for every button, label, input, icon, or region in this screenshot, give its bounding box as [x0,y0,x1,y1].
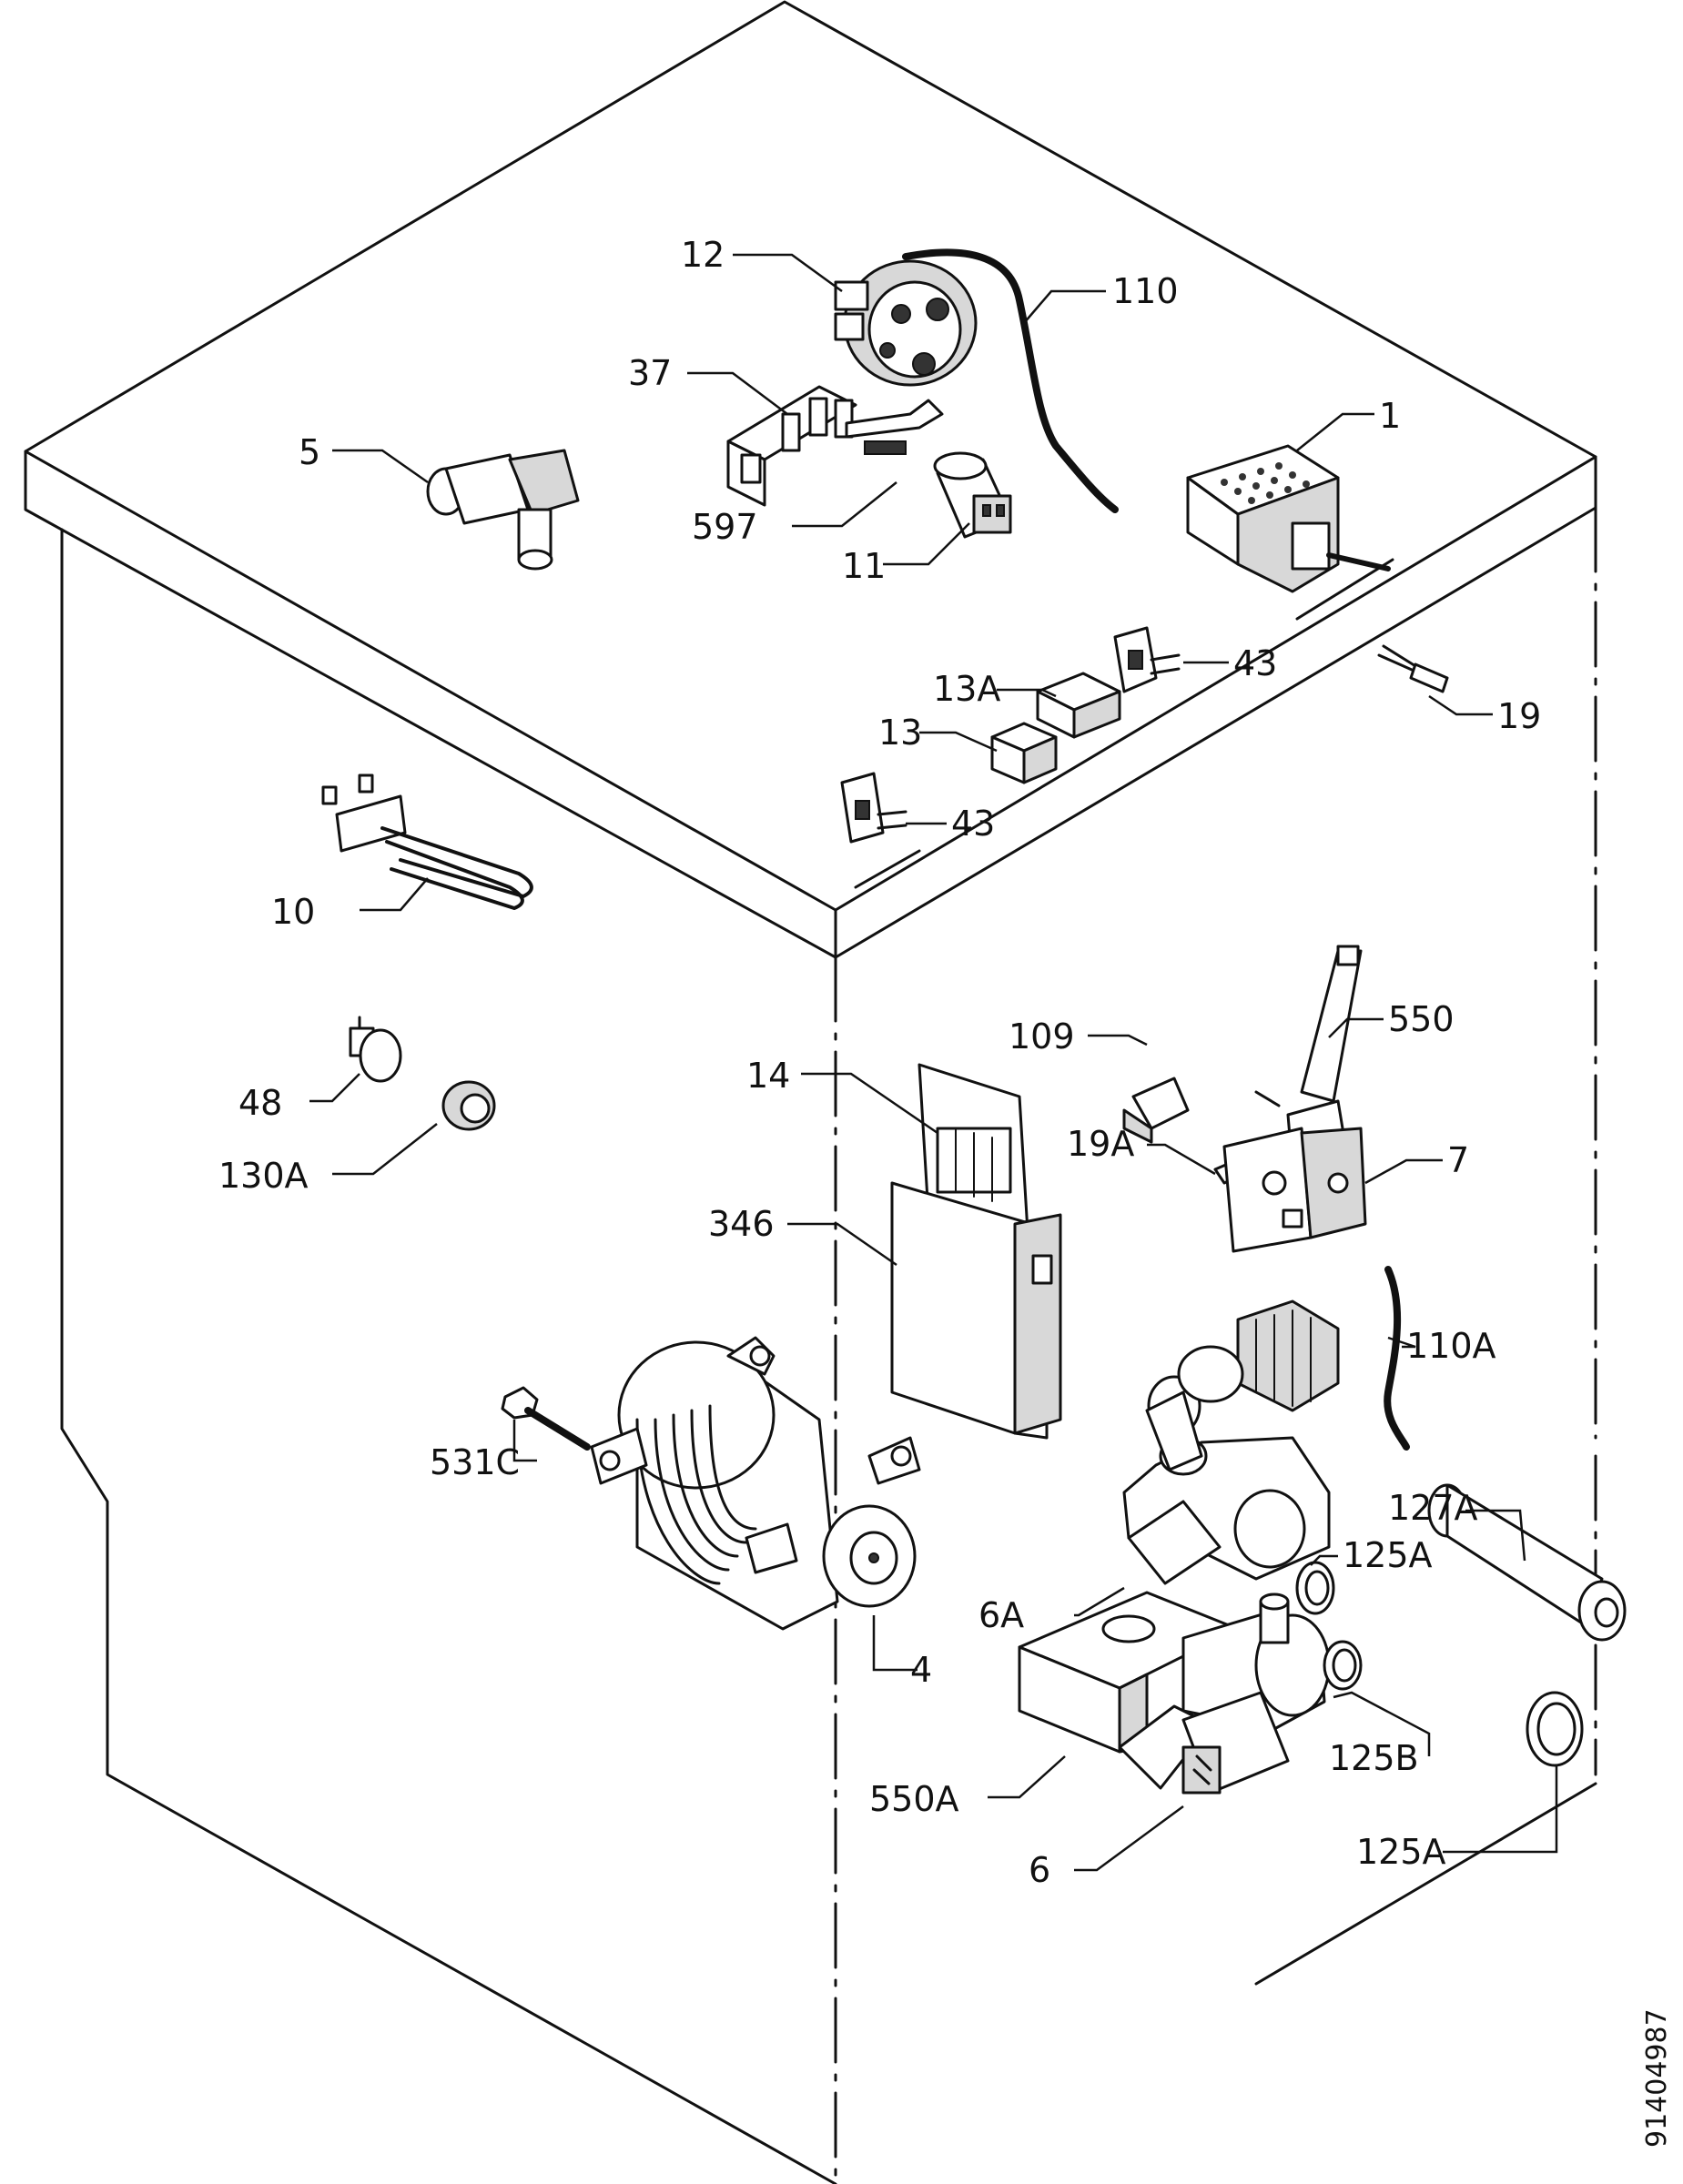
label-19: 19 [1497,696,1541,736]
dispenser-housing-346 [890,1181,1062,1440]
label-37: 37 [628,353,672,393]
label-7: 7 [1447,1140,1469,1180]
label-4: 4 [910,1650,932,1690]
seal-ring-125a-lower [1526,1691,1584,1767]
drain-pump-6a [1122,1299,1340,1585]
pressure-switch-12 [834,259,978,387]
hose-110a [1384,1266,1410,1451]
leader-lines [309,253,1558,1872]
label-125a-upper: 125A [1343,1535,1433,1575]
label-43-upper: 43 [1233,643,1277,683]
connector-13a [1036,672,1121,739]
label-5: 5 [299,432,320,472]
connector-43-upper [1113,626,1181,693]
label-43-lower: 43 [951,804,995,844]
label-125a-lower: 125A [1356,1832,1446,1872]
label-109: 109 [1009,1016,1075,1057]
terminal-block-37 [726,385,857,507]
label-125b: 125B [1329,1738,1419,1778]
connector-13 [990,722,1058,784]
label-130a: 130A [218,1156,309,1196]
drain-pump-6 [1118,1592,1331,1795]
part-labels: 12 110 37 5 1 597 11 43 13A 13 43 19 10 … [218,235,1673,2148]
label-48: 48 [238,1083,282,1123]
connector-43-lower [840,772,907,844]
component-130a [441,1080,496,1131]
door-interlock-7 [1222,1127,1367,1253]
drawing-code: 91404987 [1641,2008,1673,2148]
label-110: 110 [1112,271,1179,311]
capacitor-11 [933,451,1012,539]
sensor-19 [1377,644,1449,693]
label-19a: 19A [1067,1124,1134,1164]
label-13a: 13A [933,669,1000,709]
hose-110 [902,248,1119,513]
label-6a: 6A [978,1595,1024,1635]
label-346: 346 [708,1204,775,1244]
label-13: 13 [878,713,922,753]
programme-timer-1 [1186,444,1391,593]
bolt-531c [501,1386,591,1451]
label-14: 14 [746,1056,790,1096]
label-550: 550 [1388,999,1455,1039]
label-550a: 550A [869,1779,959,1819]
component-48 [349,1016,402,1083]
label-11: 11 [842,546,886,586]
label-6: 6 [1029,1850,1050,1890]
label-1: 1 [1379,396,1401,436]
inlet-valve-5 [426,449,580,571]
motor-4 [590,1336,921,1631]
seal-ring-125a-upper [1295,1561,1335,1615]
label-127a: 127A [1388,1488,1478,1528]
heating-element-10 [321,774,533,910]
label-12: 12 [681,235,725,275]
seal-ring-125b [1323,1640,1363,1691]
label-110a: 110A [1406,1326,1496,1366]
label-597: 597 [692,507,758,547]
clip-597 [845,399,944,455]
label-10: 10 [271,892,315,932]
component-109 [1122,1077,1190,1144]
label-531c: 531C [430,1442,520,1482]
